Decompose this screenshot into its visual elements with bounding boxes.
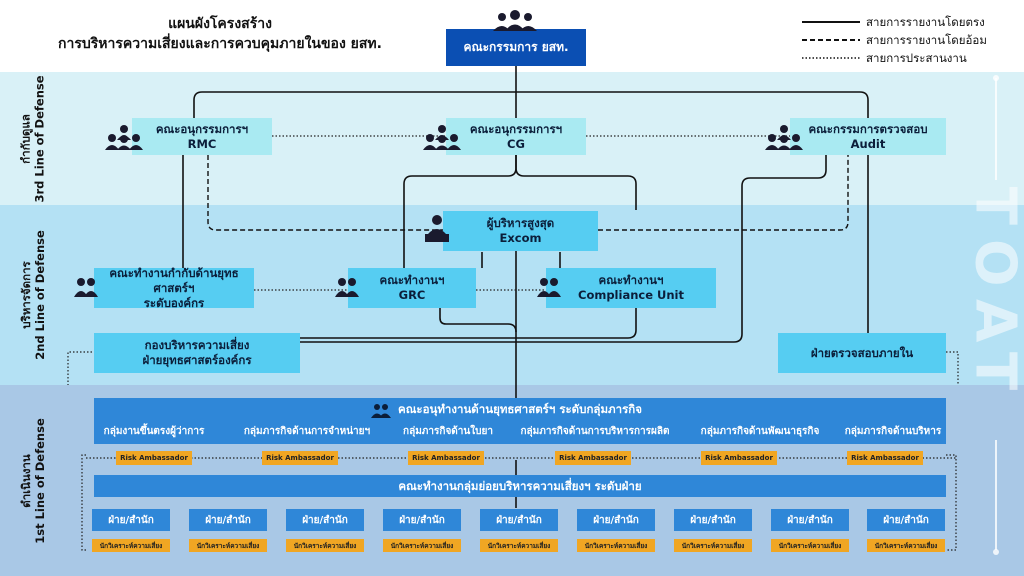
committee-icon bbox=[765, 125, 803, 150]
risk-ambassador-badge: Risk Ambassador bbox=[116, 451, 192, 465]
team-icon bbox=[74, 278, 98, 297]
risk-analyst-badge: นักวิเคราะห์ความเสี่ยง bbox=[480, 539, 558, 552]
business-group-label: กลุ่มภารกิจด้านใบยา bbox=[403, 426, 493, 437]
risk-management-division-box: กองบริหารความเสี่ยงฝ่ายยุทธศาสตร์องค์กร bbox=[94, 333, 300, 373]
business-subcommittee-title: คณะอนุทำงานด้านยุทธศาสตร์ฯ ระดับกลุ่มภาร… bbox=[398, 402, 642, 416]
division-office-box: ฝ่าย/สำนัก bbox=[577, 509, 655, 531]
division-working-group-box: คณะทำงานกลุ่มย่อยบริหารความเสี่ยงฯ ระดับ… bbox=[94, 475, 946, 497]
risk-analyst-badge: นักวิเคราะห์ความเสี่ยง bbox=[92, 539, 170, 552]
legend-dashed-label: สายการรายงานโดยอ้อม bbox=[866, 33, 987, 47]
title-line-1: แผนผังโครงสร้าง bbox=[168, 16, 272, 32]
business-groups-row: กลุ่มงานขึ้นตรงผู้ว่าการ กลุ่มภารกิจด้านก… bbox=[94, 424, 946, 440]
board-of-directors-box: คณะกรรมการ ยสท. bbox=[446, 29, 586, 66]
risk-analyst-badge: นักวิเคราะห์ความเสี่ยง bbox=[383, 539, 461, 552]
business-group-label: กลุ่มภารกิจด้านการบริหารการผลิต bbox=[520, 426, 670, 437]
business-group-label: กลุ่มภารกิจด้านการจำหน่ายฯ bbox=[243, 426, 371, 437]
division-office-box: ฝ่าย/สำนัก bbox=[383, 509, 461, 531]
division-office-box: ฝ่าย/สำนัก bbox=[674, 509, 752, 531]
division-office-box: ฝ่าย/สำนัก bbox=[92, 509, 170, 531]
risk-analyst-badge: นักวิเคราะห์ความเสี่ยง bbox=[286, 539, 364, 552]
risk-analyst-badge: นักวิเคราะห์ความเสี่ยง bbox=[674, 539, 752, 552]
committee-icon bbox=[423, 125, 461, 150]
team-icon bbox=[335, 278, 359, 297]
chart-title: แผนผังโครงสร้าง การบริหารความเสี่ยงและกา… bbox=[0, 14, 440, 54]
business-group-label: กลุ่มงานขึ้นตรงผู้ว่าการ bbox=[103, 426, 205, 437]
risk-analyst-badge: นักวิเคราะห์ความเสี่ยง bbox=[577, 539, 655, 552]
legend-dotted-label: สายการประสานงาน bbox=[866, 51, 967, 65]
team-icon bbox=[371, 404, 391, 418]
people-group-icon bbox=[493, 10, 537, 31]
division-office-box: ฝ่าย/สำนัก bbox=[286, 509, 364, 531]
business-group-label: กลุ่มภารกิจด้านบริหาร bbox=[844, 426, 942, 437]
executive-icon bbox=[425, 215, 449, 242]
risk-ambassador-badge: Risk Ambassador bbox=[555, 451, 631, 465]
strategy-working-group-box: คณะทำงานกำกับด้านยุทธศาสตร์ฯระดับองค์กร bbox=[94, 266, 254, 310]
division-office-box: ฝ่าย/สำนัก bbox=[189, 509, 267, 531]
division-office-box: ฝ่าย/สำนัก bbox=[480, 509, 558, 531]
risk-analyst-badge: นักวิเคราะห์ความเสี่ยง bbox=[771, 539, 849, 552]
business-group-label: กลุ่มภารกิจด้านพัฒนาธุรกิจ bbox=[700, 426, 820, 437]
division-office-box: ฝ่าย/สำนัก bbox=[771, 509, 849, 531]
team-icon bbox=[537, 278, 561, 297]
risk-ambassador-badge: Risk Ambassador bbox=[847, 451, 923, 465]
committee-icon bbox=[105, 125, 143, 150]
title-line-2: การบริหารความเสี่ยงและการควบคุมภายในของ … bbox=[58, 36, 382, 52]
legend-lines bbox=[802, 21, 860, 59]
risk-ambassador-badge: Risk Ambassador bbox=[262, 451, 338, 465]
legend-solid-label: สายการรายงานโดยตรง bbox=[866, 15, 985, 29]
risk-analyst-badge: นักวิเคราะห์ความเสี่ยง bbox=[867, 539, 945, 552]
internal-audit-box: ฝ่ายตรวจสอบภายใน bbox=[778, 333, 946, 373]
division-office-box: ฝ่าย/สำนัก bbox=[867, 509, 945, 531]
risk-analyst-badge: นักวิเคราะห์ความเสี่ยง bbox=[189, 539, 267, 552]
business-subcommittee-box: คณะอนุทำงานด้านยุทธศาสตร์ฯ ระดับกลุ่มภาร… bbox=[94, 398, 946, 444]
risk-ambassador-badge: Risk Ambassador bbox=[701, 451, 777, 465]
risk-ambassador-badge: Risk Ambassador bbox=[408, 451, 484, 465]
